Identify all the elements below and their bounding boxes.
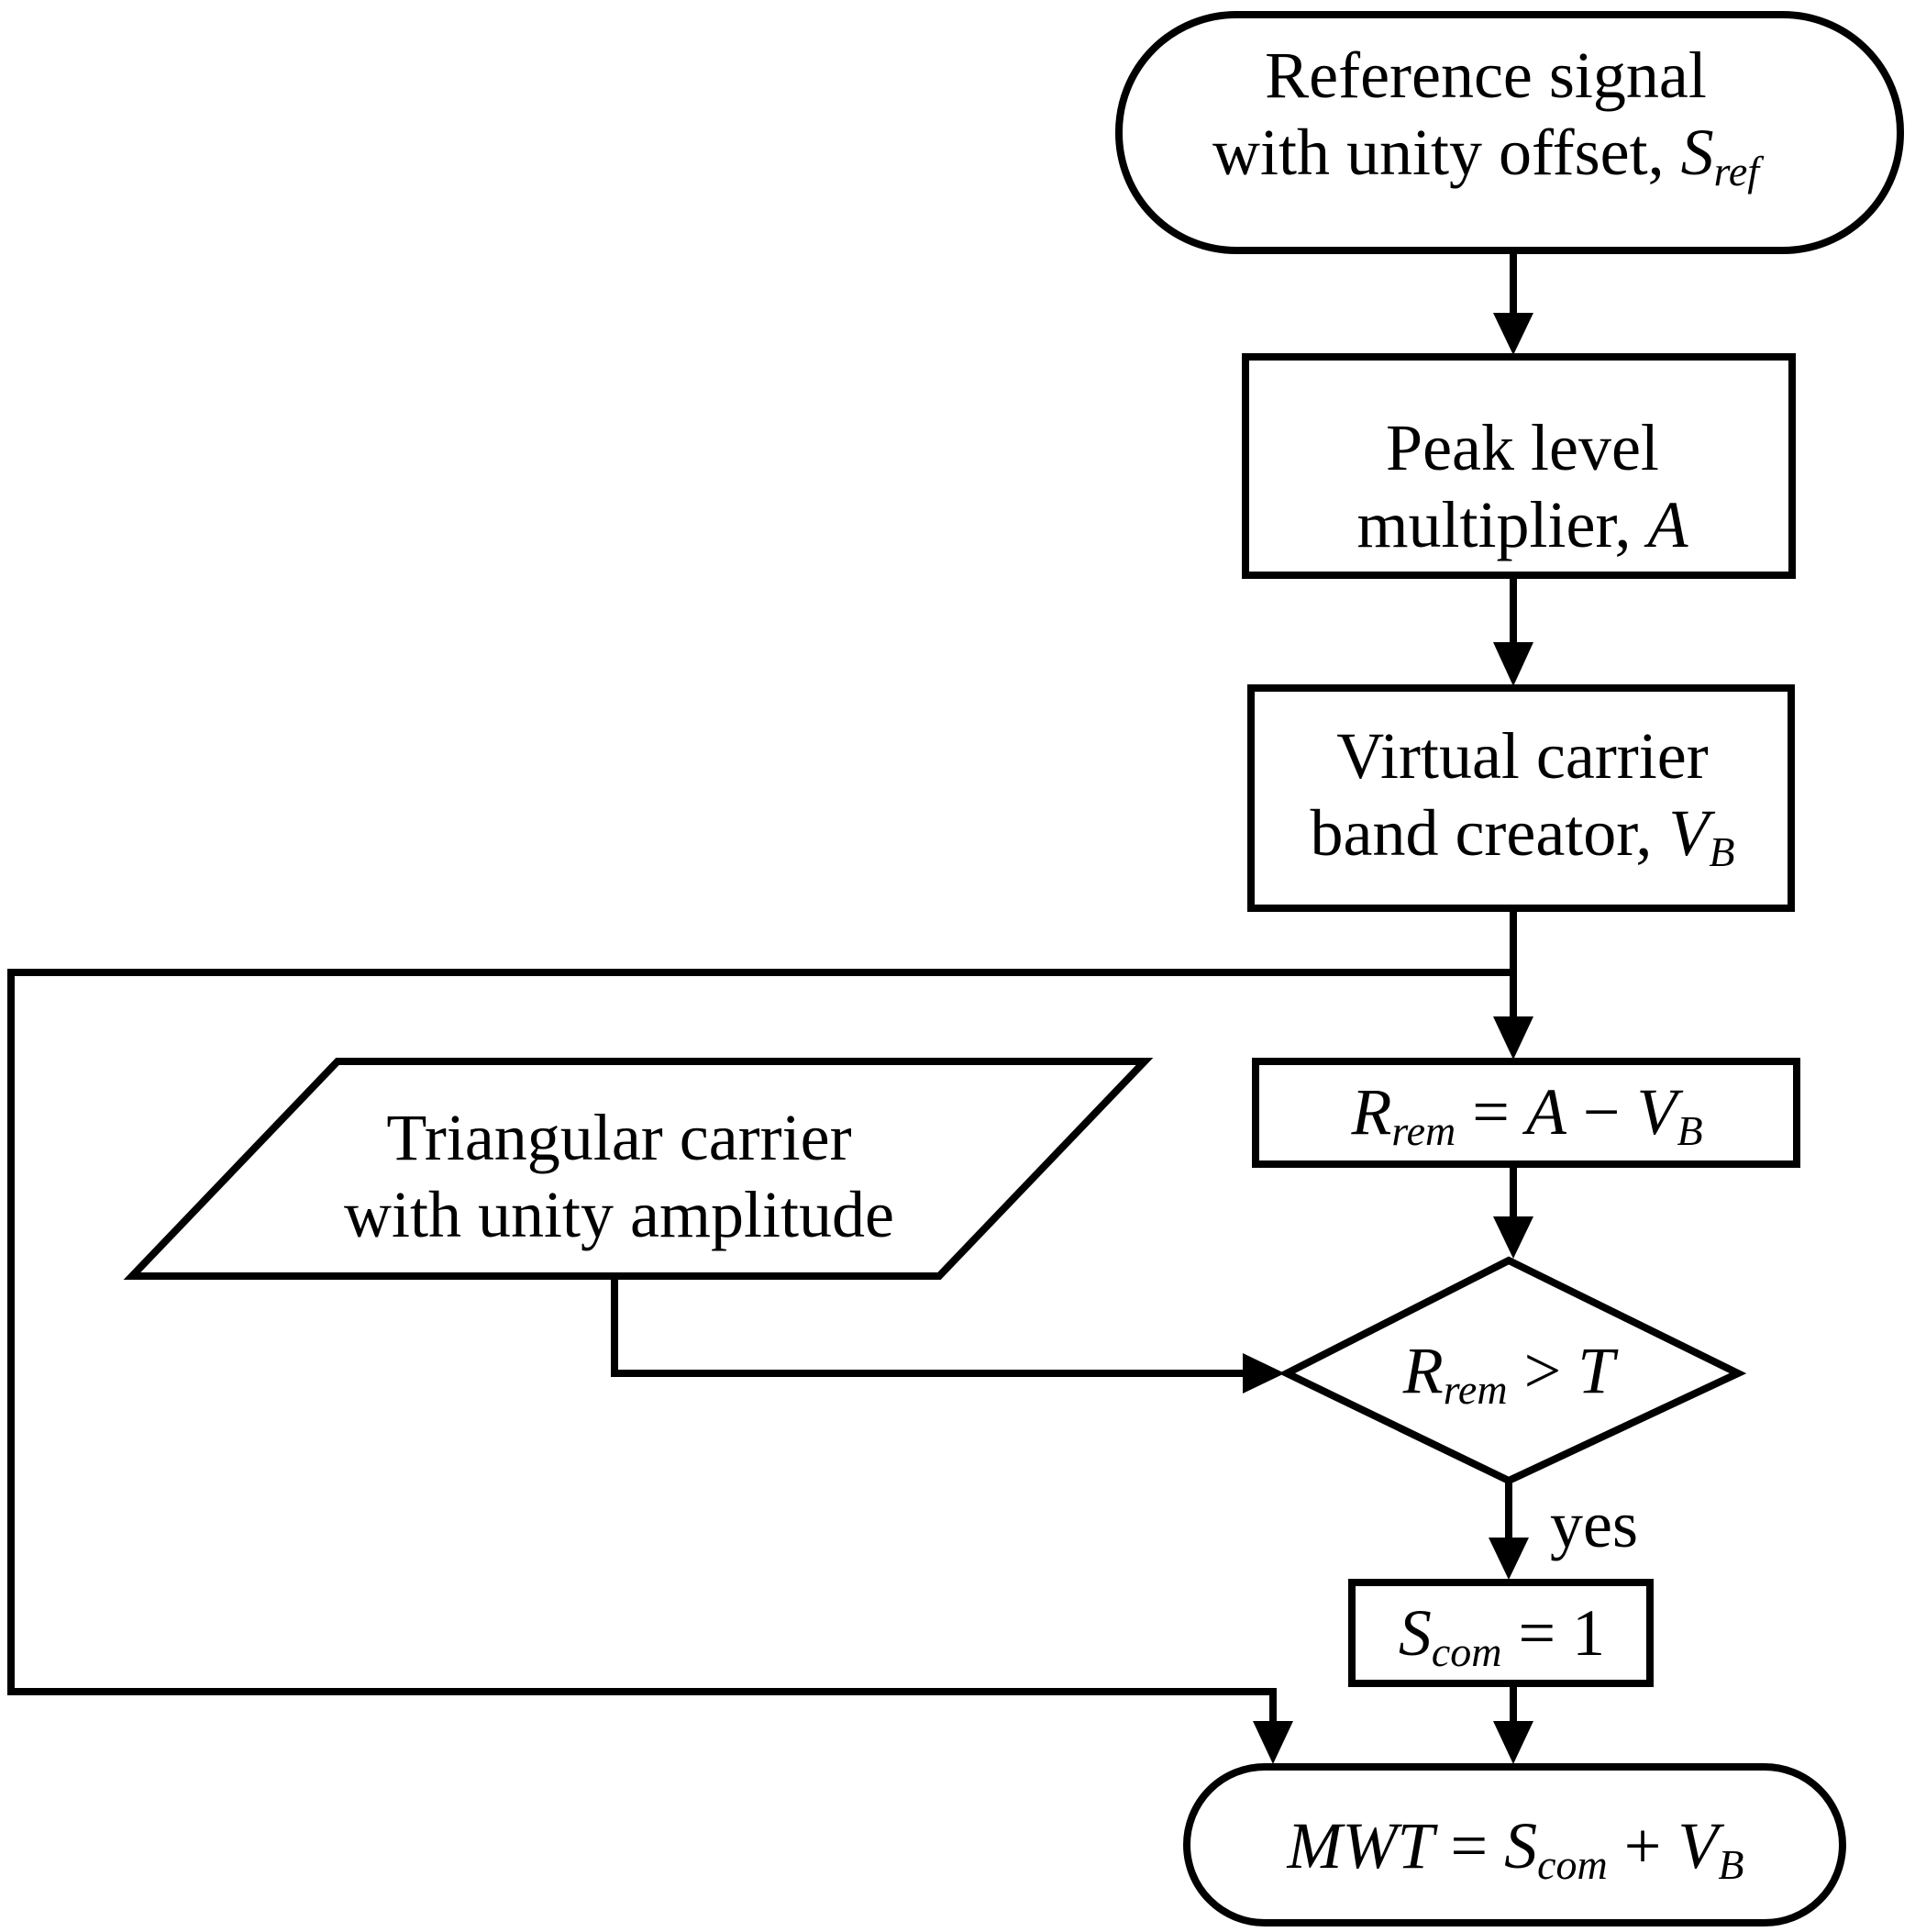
multiplier-label-line1: Peak level (1386, 411, 1659, 484)
arrowhead-assign (1489, 1538, 1529, 1580)
start-label-line1: Reference signal (1265, 39, 1707, 112)
band-creator-label: Virtual carrier band creator, VB (1266, 717, 1779, 875)
arrowhead-decision-left (1243, 1353, 1285, 1393)
decision-condition: Rrem > T (1402, 1334, 1615, 1413)
end-equation: MWT = Scom + VB (1287, 1809, 1744, 1888)
arrowhead-multiplier (1493, 313, 1533, 355)
multiplier-box (1242, 353, 1796, 579)
remainder-equation: Rrem = A − VB (1351, 1075, 1703, 1154)
arrowhead-end (1493, 1721, 1533, 1764)
connector-feedback-loop (7, 969, 1513, 1725)
carrier-input-line2: with unity amplitude (344, 1178, 894, 1251)
arrowhead-band (1493, 642, 1533, 686)
connector-carrier-to-decision (611, 1276, 1247, 1377)
start-label: Reference signal with unity offset, Sref (1137, 37, 1834, 194)
yes-label: yes (1550, 1488, 1638, 1561)
carrier-input-line1: Triangular carrier (386, 1101, 852, 1174)
carrier-input-parallelogram (123, 1058, 1154, 1280)
remainder-box (1252, 1058, 1800, 1168)
band-creator-label-line2: band creator, VB (1310, 796, 1735, 875)
arrowhead-end-left (1253, 1721, 1293, 1764)
band-creator-box (1247, 684, 1795, 912)
assign-equation: Scom = 1 (1398, 1596, 1606, 1675)
end-terminator (1183, 1763, 1846, 1926)
assign-box (1348, 1579, 1654, 1687)
start-label-line2: with unity offset, Sref (1212, 116, 1760, 194)
multiplier-label: Peak level multiplier, A (1266, 409, 1779, 563)
multiplier-label-line2: multiplier, A (1356, 488, 1688, 561)
arrowhead-decision (1493, 1216, 1533, 1259)
arrowhead-remainder (1493, 1016, 1533, 1060)
carrier-input-label: Triangular carrier with unity amplitude (248, 1099, 991, 1253)
band-creator-label-line1: Virtual carrier (1336, 719, 1709, 793)
